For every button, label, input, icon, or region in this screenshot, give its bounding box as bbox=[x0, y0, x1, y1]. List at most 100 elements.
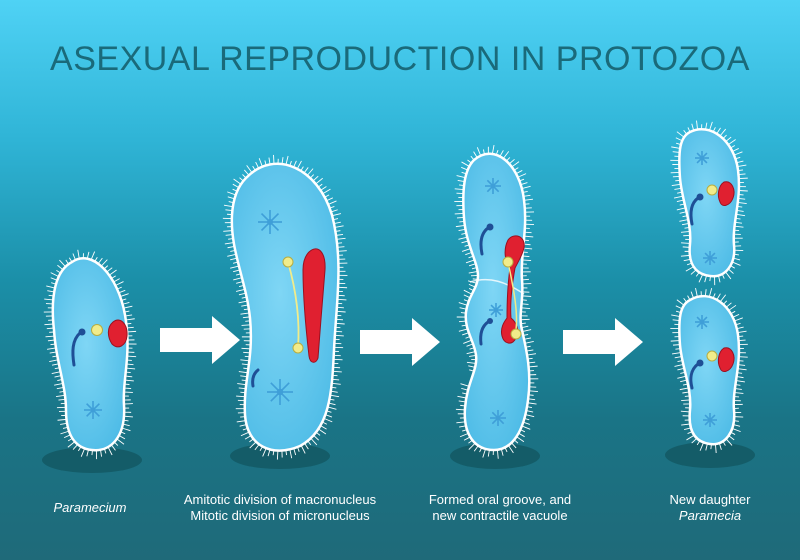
cilium bbox=[249, 441, 257, 449]
cilium bbox=[670, 340, 680, 342]
contractile-vacuole bbox=[267, 379, 293, 405]
cilium bbox=[127, 355, 137, 358]
cilium bbox=[322, 188, 331, 195]
cilium bbox=[673, 195, 683, 199]
oral-groove bbox=[71, 331, 82, 367]
cilia bbox=[43, 120, 748, 460]
cilium bbox=[460, 383, 470, 387]
cilium bbox=[719, 294, 727, 303]
caption-daughter-cells: New daughter Paramecia bbox=[635, 492, 785, 524]
cilium bbox=[677, 375, 687, 379]
cilium bbox=[508, 445, 514, 454]
cilium bbox=[735, 380, 745, 383]
cilium bbox=[522, 259, 532, 262]
micronucleus-pole-bottom bbox=[292, 342, 304, 354]
micronucleus-pole-top bbox=[282, 256, 294, 268]
arrows bbox=[160, 316, 643, 366]
cilium bbox=[336, 237, 346, 240]
cilium bbox=[337, 298, 347, 301]
cilium bbox=[116, 438, 125, 445]
shadows bbox=[42, 442, 755, 473]
caption-oral-groove: Formed oral groove, and new contractile … bbox=[400, 492, 600, 524]
cilium bbox=[461, 240, 469, 244]
cilium bbox=[528, 390, 538, 393]
oral-groove-stage2 bbox=[251, 368, 260, 388]
cilium bbox=[458, 328, 468, 332]
cilium bbox=[458, 236, 468, 240]
cilium bbox=[685, 266, 694, 272]
cell-bodies bbox=[51, 127, 741, 452]
cilium bbox=[671, 314, 681, 317]
cilium bbox=[455, 224, 465, 228]
cilium bbox=[733, 151, 743, 156]
dividing-cell bbox=[230, 162, 340, 452]
cilium bbox=[223, 204, 233, 208]
micronuclei bbox=[91, 184, 718, 362]
cilium bbox=[522, 329, 532, 333]
mitotic-spindle bbox=[287, 261, 300, 349]
cilium bbox=[123, 415, 133, 418]
cilium bbox=[224, 242, 234, 245]
cilium bbox=[50, 272, 59, 277]
cilium bbox=[121, 427, 131, 432]
mitotic-spindle-stage3 bbox=[507, 261, 518, 331]
shadow-paramecium bbox=[42, 447, 142, 473]
cilium bbox=[241, 324, 251, 326]
cilium bbox=[334, 225, 344, 228]
cilium bbox=[456, 421, 466, 424]
caption-line: New daughter bbox=[669, 492, 751, 507]
cilium bbox=[330, 394, 340, 398]
cilium bbox=[671, 352, 682, 355]
oral-groove-top bbox=[479, 226, 490, 256]
cilium bbox=[674, 363, 684, 367]
cilium bbox=[714, 443, 717, 454]
cilium bbox=[521, 425, 531, 430]
cilium bbox=[680, 230, 691, 233]
cilium bbox=[523, 198, 534, 201]
cilium bbox=[461, 166, 468, 171]
cilium bbox=[120, 293, 129, 298]
cilium bbox=[465, 259, 475, 264]
contractile-vacuole bbox=[703, 413, 717, 427]
cilium bbox=[237, 383, 247, 386]
cilium bbox=[457, 179, 465, 183]
caption-nuclear-division: Amitotic division of macronucleus Mitoti… bbox=[160, 492, 400, 524]
cilium bbox=[516, 436, 525, 443]
cilium bbox=[125, 318, 135, 321]
cilium bbox=[466, 351, 476, 355]
cilium bbox=[236, 420, 246, 423]
cilium bbox=[236, 395, 246, 398]
caption-line: new contractile vacuole bbox=[432, 508, 568, 523]
cilium bbox=[55, 394, 66, 398]
cilium bbox=[459, 432, 469, 438]
cilium bbox=[44, 323, 54, 326]
cilium bbox=[671, 146, 681, 149]
cilium bbox=[223, 230, 233, 232]
cilium bbox=[45, 335, 55, 338]
cilium bbox=[466, 361, 476, 364]
arrow-1 bbox=[160, 316, 240, 364]
oral-grooves bbox=[71, 196, 700, 390]
cilium bbox=[80, 448, 86, 457]
cilium bbox=[463, 289, 473, 295]
caption-paramecium: Paramecium bbox=[30, 500, 150, 516]
cilium bbox=[276, 450, 279, 460]
contractile-vacuole bbox=[695, 315, 709, 329]
cilium bbox=[230, 265, 240, 269]
cilium bbox=[679, 387, 689, 391]
division-furrow bbox=[469, 278, 525, 295]
cilium bbox=[728, 139, 736, 146]
cilium bbox=[708, 287, 713, 297]
cilium bbox=[737, 368, 747, 371]
cilium bbox=[51, 371, 61, 374]
cilium bbox=[337, 250, 347, 252]
cilium bbox=[463, 339, 472, 344]
cilium bbox=[258, 158, 263, 167]
macronucleus-elongated bbox=[302, 248, 326, 363]
cilium bbox=[680, 410, 690, 413]
cilium bbox=[734, 392, 744, 394]
cilium bbox=[681, 423, 691, 426]
cilium bbox=[236, 288, 245, 292]
cilium bbox=[454, 188, 464, 190]
cilium bbox=[328, 200, 337, 205]
